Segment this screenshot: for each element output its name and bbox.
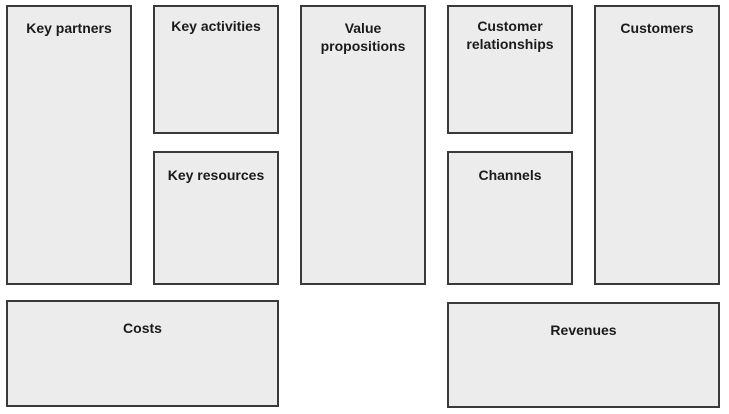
channels-block: Channels — [447, 151, 573, 285]
costs-block: Costs — [6, 300, 279, 407]
key-resources-label: Key resources — [167, 167, 265, 183]
key-partners-label: Key partners — [26, 20, 112, 36]
value-propositions-label: Value propositions — [320, 20, 406, 54]
revenues-block: Revenues — [447, 302, 720, 408]
key-activities-label: Key activities — [171, 18, 261, 34]
customers-label: Customers — [620, 20, 694, 36]
customer-relationships-label: Customer relationships — [466, 18, 554, 52]
key-partners-block: Key partners — [6, 5, 132, 285]
customer-relationships-block: Customer relationships — [447, 5, 573, 134]
key-resources-block: Key resources — [153, 151, 279, 285]
customers-block: Customers — [594, 5, 720, 285]
key-activities-block: Key activities — [153, 5, 279, 134]
revenues-label: Revenues — [550, 322, 617, 338]
value-propositions-block: Value propositions — [300, 5, 426, 285]
costs-label: Costs — [123, 320, 162, 336]
channels-label: Channels — [478, 167, 542, 183]
